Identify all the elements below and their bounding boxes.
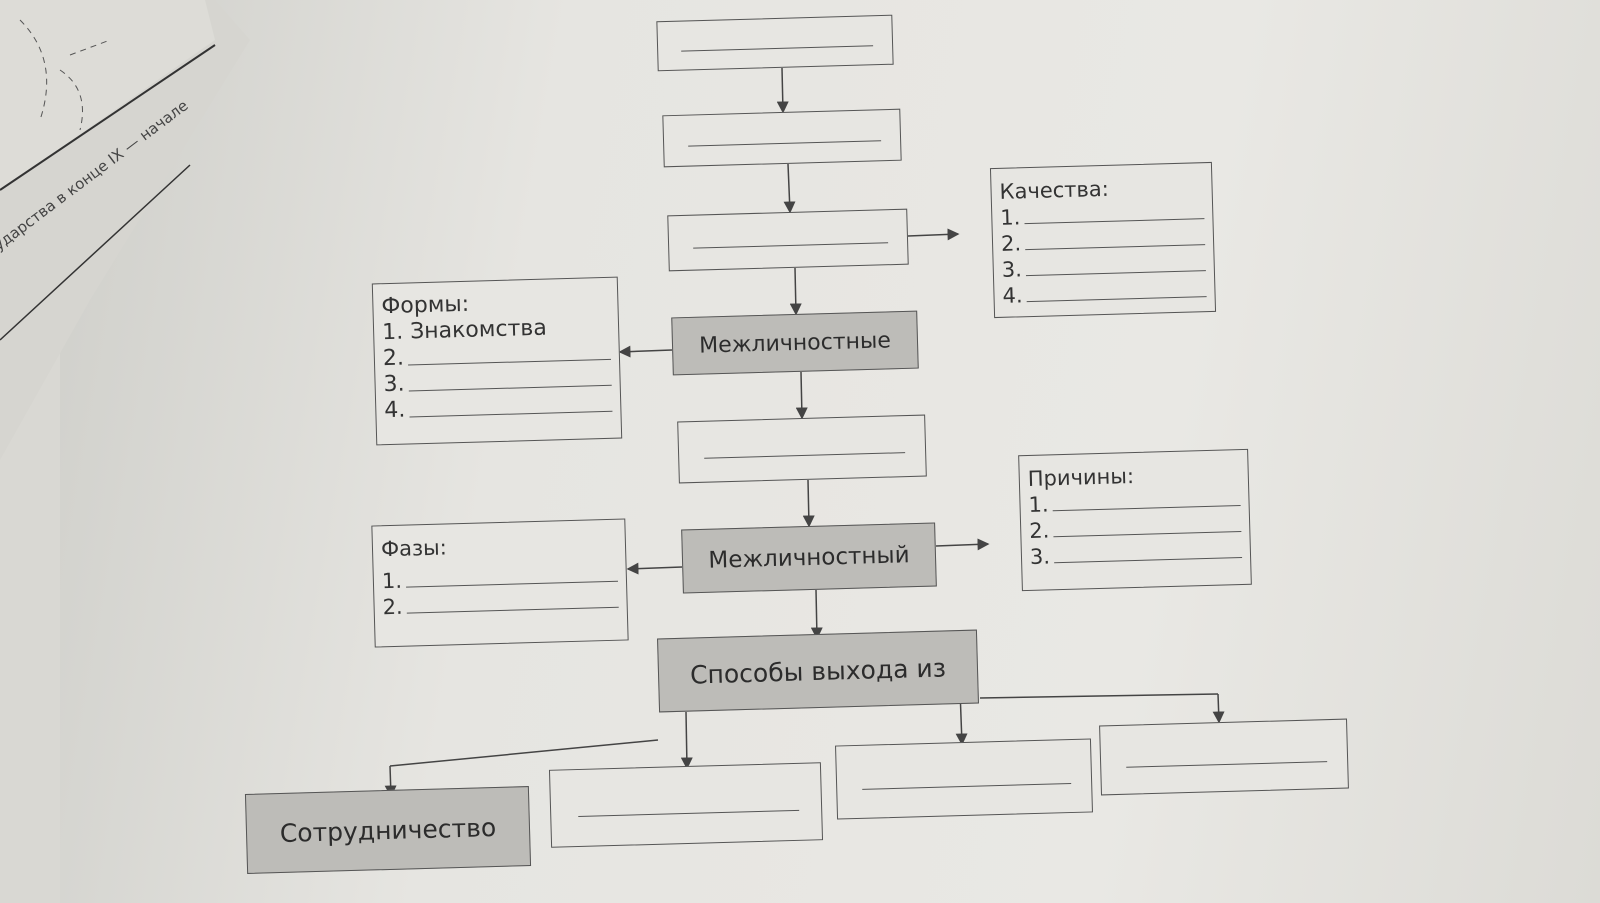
blank-way-1 (548, 762, 824, 848)
list-item: 3. (383, 371, 405, 398)
phases-title: Фазы: (380, 535, 448, 562)
list-item: 3. (1029, 544, 1051, 569)
blank-way-2 (835, 738, 1093, 820)
ways-out-node: Способы выхода из (657, 629, 979, 713)
list-item: 4. (383, 397, 406, 424)
list-item: 1. (1028, 492, 1049, 517)
causes-box: Причины: 1. 2. 3. (1018, 448, 1252, 592)
phases-box: Фазы: 1. 2. (371, 518, 629, 648)
cooperation-node: Сотрудничество (244, 786, 532, 874)
interpersonal-conflict-node: Межличностный (681, 522, 937, 594)
blank-box-4 (677, 414, 927, 484)
list-item: 2. (1028, 518, 1050, 543)
list-item: 1. (381, 568, 403, 594)
blank-way-3 (1099, 718, 1349, 796)
forms-box: Формы: 1. Знакомства 2. 3. 4. (371, 276, 623, 446)
curled-map-page (0, 0, 250, 460)
list-item: 2. (382, 345, 405, 372)
list-item: 1. (1000, 205, 1021, 230)
list-item: 3. (1001, 257, 1023, 282)
blank-box-2 (662, 108, 902, 168)
blank-box-3 (667, 208, 909, 272)
interpersonal-relations-node: Межличностные (671, 310, 919, 376)
blank-box-1 (656, 14, 894, 72)
list-item: 2. (382, 594, 404, 620)
list-item: 4. (1002, 283, 1023, 308)
list-item: 1. Знакомства (381, 315, 548, 346)
list-item: 2. (1000, 231, 1022, 256)
qualities-box: Качества: 1. 2. 3. 4. (989, 161, 1217, 319)
